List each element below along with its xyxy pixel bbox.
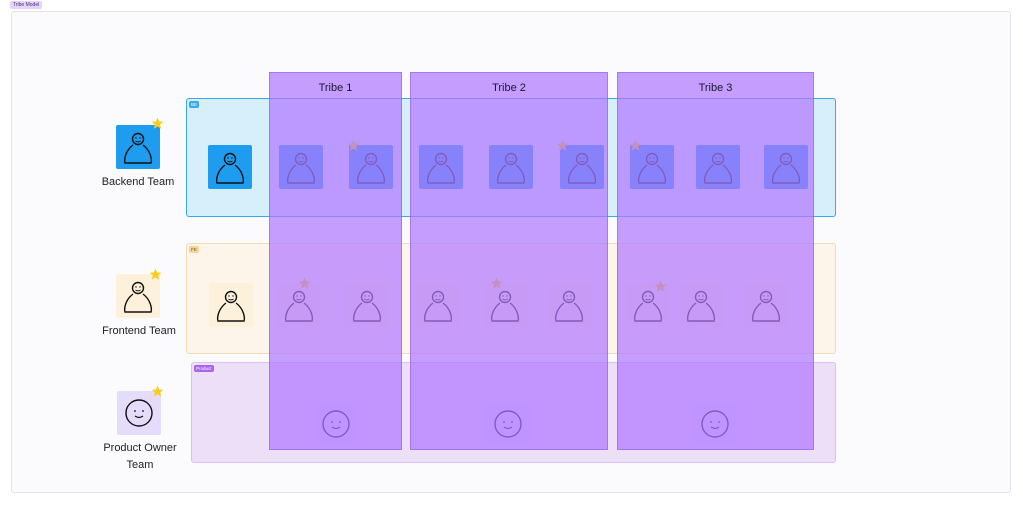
backend-member-card[interactable] [208, 145, 252, 189]
product-team-label-line1: Product Owner [103, 442, 177, 454]
product-section-tag: Product [194, 365, 214, 372]
frontend-member-card[interactable] [209, 283, 253, 327]
tribe-2-column[interactable]: Tribe 2 [410, 72, 608, 450]
frontend-section-tag: FE [189, 246, 199, 253]
frame-title: Tribe Model [10, 1, 43, 9]
product-team-label-line2: Team [126, 459, 154, 471]
tribe-1-column[interactable]: Tribe 1 [269, 72, 402, 450]
lead-star-icon [149, 268, 162, 281]
tribe-1-title: Tribe 1 [318, 82, 353, 94]
tribe-3-column[interactable]: Tribe 3 [617, 72, 814, 450]
lead-star-icon [151, 117, 164, 130]
backend-section-tag: BE [189, 101, 200, 108]
tribe-2-title: Tribe 2 [492, 82, 526, 94]
frontend-lead-card[interactable] [116, 274, 160, 318]
tribe-3-title: Tribe 3 [698, 82, 733, 94]
backend-team-label: Backend Team [101, 176, 175, 188]
person-icon [216, 152, 244, 184]
person-icon [124, 281, 152, 313]
person-icon [124, 132, 152, 164]
backend-lead-card[interactable] [116, 125, 160, 169]
person-icon [217, 290, 245, 322]
lead-star-icon [151, 385, 164, 398]
frontend-team-label: Frontend Team [102, 325, 176, 337]
face-icon [125, 399, 153, 427]
product-lead-card[interactable] [117, 391, 161, 435]
